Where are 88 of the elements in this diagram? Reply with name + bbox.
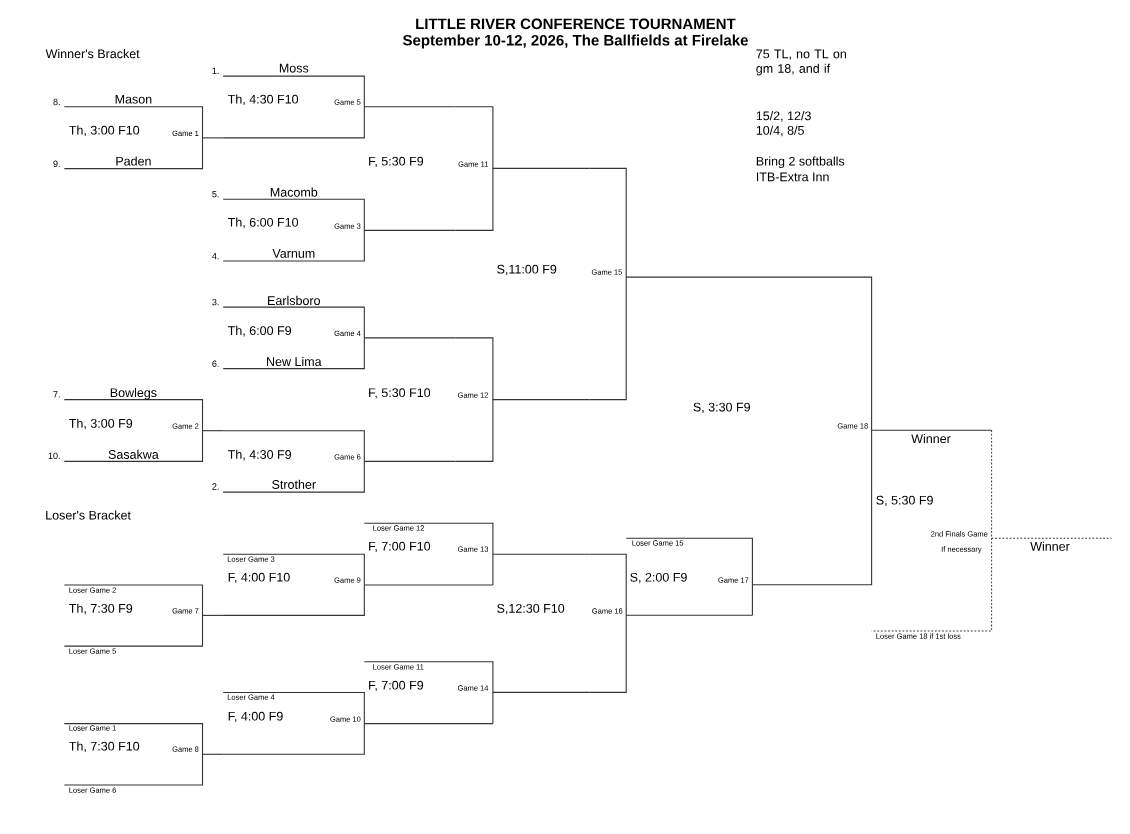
- game-time: Th, 4:30 F10: [228, 94, 299, 106]
- game-bracket: [63, 387, 204, 462]
- seed-number: 4.: [212, 253, 219, 260]
- bracket-line: [363, 229, 457, 231]
- game-time: S, 5:30 F9: [876, 495, 933, 507]
- edge-label: Winner: [911, 433, 951, 444]
- bracket-line: [363, 337, 457, 339]
- game-bracket: [871, 429, 993, 639]
- game-time: Th, 4:30 F9: [228, 449, 292, 461]
- game-bracket: [363, 522, 494, 586]
- game-bracket: [454, 337, 494, 462]
- bracket-line: [201, 137, 224, 139]
- game-bracket: [63, 584, 204, 654]
- bracket-line: [991, 537, 1113, 539]
- game-bracket: [222, 430, 365, 493]
- bracket-line: [625, 614, 753, 616]
- game-time: F, 5:30 F10: [369, 388, 431, 399]
- game-bracket: [363, 661, 494, 725]
- bracket-line: [363, 584, 494, 586]
- note-text: 75 TL, no TL on gm 18, and if: [756, 49, 846, 76]
- seed-number: 6.: [212, 360, 219, 367]
- team-name: Strother: [272, 479, 316, 489]
- title: LITTLE RIVER CONFERENCE TOURNAMENT: [416, 18, 736, 30]
- game-bracket: [454, 106, 494, 231]
- note-text: Bring 2 softballs: [756, 156, 845, 169]
- bracket-line: [201, 614, 224, 616]
- bracket-line: [625, 276, 836, 278]
- bracket-line: [871, 429, 993, 431]
- game-time: F, 7:00 F9: [369, 680, 424, 692]
- game-bracket: [63, 94, 204, 170]
- bracket-line: [492, 399, 591, 401]
- game-time: F, 4:00 F9: [228, 711, 283, 723]
- game-time: Th, 6:00 F10: [228, 217, 299, 229]
- game-bracket: [588, 553, 627, 693]
- game-time: S, 2:00 F9: [630, 572, 687, 584]
- game-bracket: [63, 723, 204, 793]
- edge-label: Winner: [1030, 541, 1070, 551]
- bracket-line: [363, 106, 457, 108]
- seed-number: 2.: [212, 483, 219, 490]
- seed-number: 10.: [48, 452, 60, 460]
- section-heading: Winner's Bracket: [45, 49, 140, 59]
- game-bracket: [625, 537, 753, 616]
- bracket-line: [492, 167, 591, 169]
- game-time: F, 5:30 F9: [369, 156, 424, 168]
- game-time: S,12:30 F10: [497, 604, 565, 615]
- team-name: Macomb: [270, 187, 318, 197]
- note-text: 15/2, 12/3: [756, 111, 811, 122]
- seed-number: 9.: [53, 160, 60, 167]
- game-time: Th, 7:30 F10: [69, 741, 140, 753]
- bracket-line: [751, 584, 836, 586]
- bracket-line: [492, 691, 591, 693]
- game-bracket: [834, 276, 873, 586]
- team-name: Earlsboro: [268, 295, 320, 305]
- game-time: Th, 3:00 F10: [69, 125, 140, 137]
- team-name: Sasakwa: [108, 449, 159, 459]
- note-text: ITB-Extra Inn: [756, 172, 829, 182]
- game-time: Th, 6:00 F9: [228, 325, 292, 337]
- section-heading: Loser's Bracket: [46, 510, 131, 520]
- team-name: Bowlegs: [110, 387, 157, 400]
- game-time: S, 3:30 F9: [693, 402, 750, 413]
- seed-number: 1.: [212, 67, 219, 74]
- team-name: New Lima: [267, 356, 322, 366]
- team-name: Paden: [116, 156, 151, 166]
- bracket-line: [492, 553, 591, 555]
- game-bracket: [222, 691, 365, 755]
- bracket-line: [201, 430, 224, 432]
- seed-number: 7.: [53, 391, 60, 398]
- game-bracket: [222, 187, 365, 262]
- bracket-line: [363, 460, 457, 462]
- game-time: F, 7:00 F10: [369, 541, 431, 553]
- seed-number: 8.: [53, 98, 60, 106]
- note-text: 10/4, 8/5: [756, 125, 804, 137]
- game-bracket: [222, 295, 365, 370]
- team-name: Varnum: [272, 249, 315, 258]
- seed-number: 3.: [212, 298, 219, 306]
- game-bracket: [588, 167, 627, 401]
- game-bracket: [222, 63, 365, 139]
- game-time: F, 4:00 F10: [228, 572, 290, 584]
- team-name: Mason: [115, 94, 152, 104]
- bracket-line: [201, 753, 224, 755]
- game-time: Th, 3:00 F9: [69, 418, 133, 430]
- subtitle: September 10-12, 2026, The Ballfields at Firelake: [402, 34, 748, 49]
- game-time: Th, 7:30 F9: [69, 603, 133, 615]
- game-time: S,11:00 F9: [497, 264, 557, 276]
- bracket-line: [363, 723, 494, 725]
- game-bracket: [222, 553, 365, 616]
- seed-number: 5.: [212, 191, 219, 198]
- team-name: Moss: [279, 63, 309, 73]
